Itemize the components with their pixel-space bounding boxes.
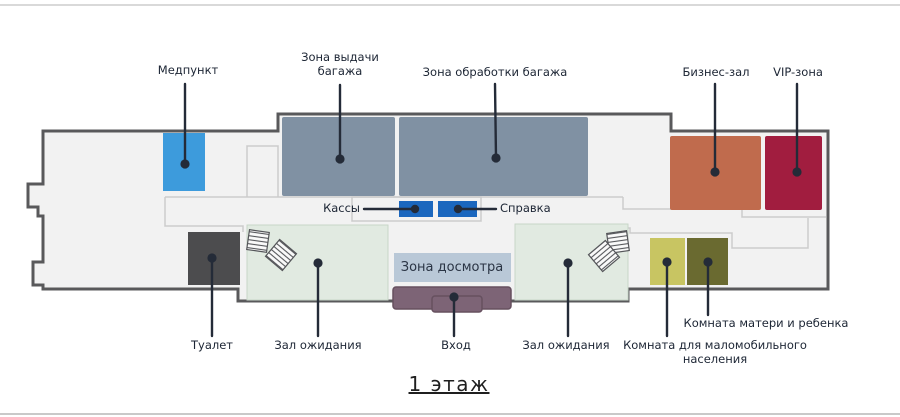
room-security-zone — [394, 253, 511, 282]
label-waiting-hall-right: Зал ожидания — [522, 338, 610, 352]
leader-lines — [183, 82, 799, 338]
label-baggage-claim: Зона выдачи багажа — [301, 50, 379, 78]
label-mother-child: Комната матери и ребенка — [683, 316, 849, 330]
leader-dots — [180, 153, 802, 302]
bottom-frame-line — [0, 413, 900, 415]
label-baggage-processing: Зона обработки багажа — [422, 65, 568, 79]
dot-information — [453, 204, 463, 214]
label-waiting-hall-left: Зал ожидания — [274, 338, 362, 352]
dot-waiting-right — [563, 258, 573, 268]
dot-reduced-mobility — [662, 257, 672, 267]
label-ticket-office: Кассы — [323, 201, 360, 215]
label-business-lounge: Бизнес-зал — [682, 65, 750, 79]
dot-baggage-processing — [491, 153, 501, 163]
escalator-icon-left — [246, 229, 298, 272]
label-toilet: Туалет — [190, 338, 234, 352]
escalator-icon-right — [587, 230, 630, 273]
label-medpunkt: Медпункт — [157, 63, 219, 77]
dot-entrance — [449, 292, 459, 302]
dot-mother-child — [703, 257, 713, 267]
dot-ticket-office — [410, 204, 420, 214]
label-security-zone: Зона досмотра — [400, 260, 504, 275]
label-vip-zone: VIP-зона — [773, 65, 823, 79]
top-frame-line — [0, 4, 900, 6]
dot-medpunkt — [180, 159, 190, 169]
dot-baggage-claim — [335, 154, 345, 164]
page-title: 1 этаж — [408, 372, 490, 396]
dot-vip-zone — [792, 167, 802, 177]
dot-business-lounge — [710, 167, 720, 177]
dot-toilet — [207, 253, 217, 263]
label-reduced-mobility: Комната для маломобильного населения — [623, 338, 807, 366]
label-information: Справка — [500, 201, 551, 215]
leader-baggage-processing — [493, 82, 498, 160]
interior-walls — [164, 145, 826, 249]
label-entrance: Вход — [441, 338, 471, 352]
dot-waiting-left — [313, 258, 323, 268]
